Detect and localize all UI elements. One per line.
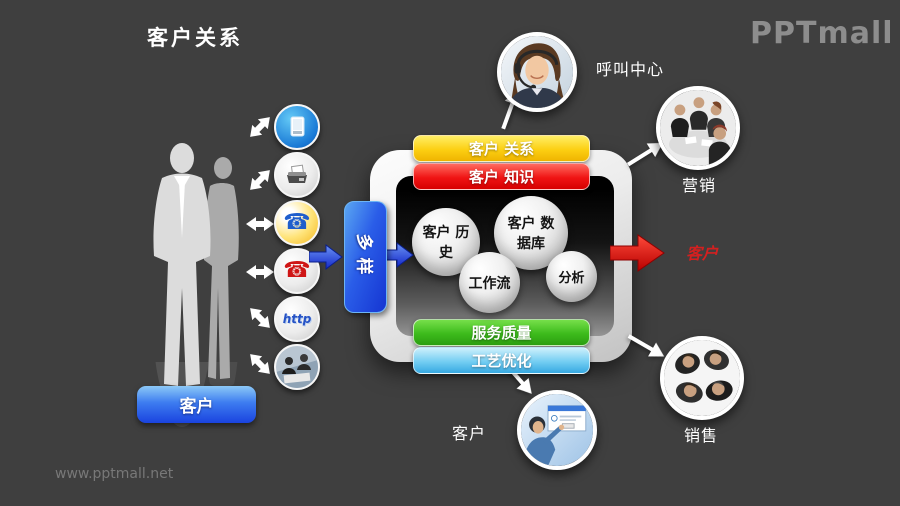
connector-arrow-icon: [622, 326, 670, 365]
diversity-box: 多样: [344, 201, 387, 313]
bubble-workflow: 工作流: [459, 252, 520, 313]
http-web-icon: http: [274, 296, 320, 342]
exchange-arrow-icon: [244, 111, 275, 142]
bubble-label: 客户 数据库: [507, 216, 555, 252]
bubble-customer-database: 客户 数据库: [494, 196, 568, 270]
call-center-label: 呼叫中心: [596, 60, 665, 79]
http-text: http: [282, 312, 312, 326]
call-center-photo: [497, 32, 577, 112]
sales-label: 销售: [684, 426, 719, 445]
exchange-arrow-icon: [244, 302, 275, 333]
fax-machine-icon: [274, 152, 320, 198]
bar-service-quality: 服务质量: [413, 319, 590, 346]
bar-label: 客户 关系: [468, 140, 535, 158]
page-title: 客户关系: [147, 26, 243, 50]
blue-telephone-icon: ☎: [274, 200, 320, 246]
connector-arrow-icon: [621, 134, 669, 174]
bubble-analysis: 分析: [546, 251, 597, 302]
pda-device-icon: [274, 104, 320, 150]
bar-label: 客户 知识: [468, 168, 535, 186]
sales-photo: [660, 336, 744, 420]
output-customer-label: 客户: [686, 244, 719, 263]
website-url: www.pptmall.net: [55, 466, 174, 482]
business-people-silhouette: [130, 138, 260, 393]
customer-group-label: 客户: [179, 397, 214, 417]
meeting-photo-icon: [274, 344, 320, 390]
bubble-label: 客户 历史: [422, 225, 470, 261]
pptmall-logo: PPTmall: [750, 16, 894, 51]
customer-photo: [517, 390, 597, 470]
bubble-label: 工作流: [468, 275, 511, 292]
bar-customer-knowledge: 客户 知识: [413, 163, 590, 190]
exchange-arrow-icon: [244, 164, 275, 195]
diversity-label: 多样: [353, 233, 373, 281]
telephone-glyph: ☎: [283, 210, 311, 235]
bar-process-optimization: 工艺优化: [413, 347, 590, 374]
bar-label: 服务质量: [471, 324, 532, 342]
telephone-glyph: ☎: [283, 258, 311, 283]
customer-group-button: 客户: [137, 386, 256, 423]
bubble-label: 分析: [558, 271, 585, 286]
flow-arrow-right-icon: [308, 243, 343, 275]
exchange-arrow-icon: [246, 216, 274, 232]
output-arrow-right-icon: [609, 233, 666, 277]
customer-circle-label: 客户: [452, 424, 487, 443]
bar-customer-relations: 客户 关系: [413, 135, 590, 162]
exchange-arrow-icon: [246, 264, 274, 280]
bubble-customer-history: 客户 历史: [412, 208, 480, 276]
bar-label: 工艺优化: [471, 352, 532, 370]
marketing-label: 营销: [682, 176, 717, 195]
marketing-photo: [656, 86, 740, 170]
exchange-arrow-icon: [244, 348, 275, 379]
